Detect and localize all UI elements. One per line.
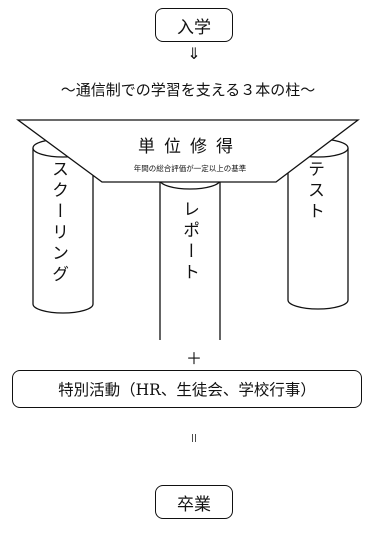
roof-title: 単位修得: [138, 137, 242, 157]
pillar-report: [159, 170, 221, 340]
roof-trapezoid: [16, 119, 360, 183]
pillar-label-report: レポート: [179, 200, 199, 284]
roof-subtitle: 年間の総合評価が一定以上の基準: [133, 164, 247, 173]
pillar-label-schooling: スクーリング: [48, 160, 68, 286]
enrollment-label: 入学: [177, 17, 211, 38]
equals-sign: ＝: [187, 432, 200, 444]
three-pillars-tagline: ～通信制での学習を支える３本の柱～: [60, 81, 316, 99]
special-activities-box: 特別活動（HR、生徒会、学校行事）: [12, 370, 362, 408]
graduation-box: 卒業: [155, 485, 233, 519]
pillars-diagram: [16, 119, 360, 340]
plus-sign: ＋: [185, 349, 202, 368]
special-activities-label: 特別活動（HR、生徒会、学校行事）: [58, 381, 316, 399]
down-arrow: ⇓: [187, 44, 201, 63]
pillar-label-test: テスト: [304, 160, 324, 223]
enrollment-box: 入学: [155, 8, 233, 42]
graduation-label: 卒業: [177, 494, 211, 515]
